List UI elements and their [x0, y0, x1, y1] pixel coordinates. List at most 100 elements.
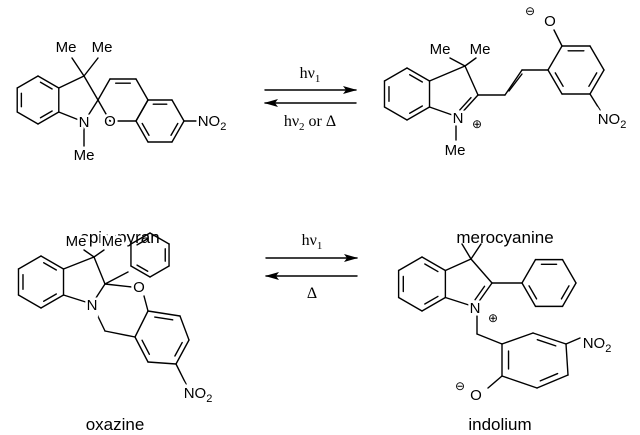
ring-bond	[383, 67, 408, 82]
oxygen-label: O	[470, 387, 482, 404]
reverse-condition: Δ	[307, 285, 317, 302]
bond	[58, 111, 85, 123]
ring-bond	[565, 343, 569, 376]
ring-bond	[561, 282, 577, 308]
double-bond-line	[43, 262, 58, 271]
ring-bond	[147, 361, 177, 365]
bond	[589, 93, 601, 111]
methyl-label: Me	[430, 41, 451, 58]
nitrogen-label: N	[87, 297, 98, 314]
ring-bond	[421, 256, 447, 272]
ring-bond	[406, 106, 431, 121]
bond	[464, 57, 477, 67]
double-bond-line	[539, 372, 559, 382]
ring-bond	[171, 120, 185, 143]
bond	[553, 29, 563, 47]
methyl-label: Me	[102, 233, 123, 250]
merocyanine: Me Me N ⊕ Me O ⊖ NO2 merocyanine	[427, 4, 629, 247]
ring-bond	[37, 111, 60, 125]
double-bond-line	[170, 122, 179, 136]
bond	[470, 243, 482, 260]
methyl-label: Me	[92, 39, 113, 56]
double-bond-line	[154, 316, 174, 321]
bond	[508, 73, 523, 92]
ring-bond	[175, 339, 190, 365]
nitro-label: NO2	[198, 113, 227, 133]
bond	[83, 99, 99, 123]
bond	[91, 283, 106, 305]
methyl-label: Me	[56, 39, 77, 56]
bond	[143, 295, 149, 312]
positive-charge: ⊕	[472, 117, 482, 131]
ring-bond	[97, 99, 111, 122]
forward-condition: hν1	[302, 232, 323, 252]
negative-charge: ⊖	[525, 4, 535, 18]
bond	[444, 296, 476, 308]
bond	[474, 282, 493, 308]
nitrogen-label: N	[453, 110, 464, 127]
double-bond-line	[459, 96, 472, 111]
bond	[91, 303, 106, 332]
bond	[93, 249, 105, 258]
ring-bond	[16, 75, 39, 89]
ring-bond	[17, 255, 42, 270]
nitrogen-label: N	[79, 114, 90, 131]
methyl-label: Me	[66, 233, 87, 250]
positive-charge: ⊕	[488, 311, 498, 325]
bond	[83, 249, 95, 258]
double-bond-line	[588, 72, 598, 88]
bond	[464, 65, 479, 96]
double-bond-line	[39, 81, 53, 90]
nitro-label: NO2	[598, 111, 627, 131]
oxygen-label: O	[133, 279, 145, 296]
ring-bond	[135, 99, 149, 122]
bond-layer	[16, 29, 605, 389]
double-bond-line	[409, 74, 424, 83]
ring-bond	[149, 232, 170, 245]
ring-bond	[40, 294, 65, 309]
ring-bond	[589, 69, 605, 95]
ring-bond	[547, 45, 563, 71]
bond	[476, 333, 503, 345]
ring-bond	[130, 265, 151, 278]
ring-bond	[547, 69, 563, 95]
bond	[71, 57, 85, 77]
ring-bond	[501, 375, 538, 389]
ring-bond	[501, 332, 534, 345]
bond	[104, 330, 136, 338]
negative-charge: ⊖	[455, 379, 465, 393]
double-bond-line	[43, 293, 58, 302]
double-bond-line	[174, 341, 183, 357]
ring-bond	[532, 332, 567, 345]
reaction2-arrows: hν1 Δ	[265, 232, 358, 302]
bond	[58, 75, 85, 89]
double-bond-line	[528, 285, 538, 300]
double-bond-line	[560, 285, 570, 300]
bond	[428, 65, 466, 82]
ring-bond	[134, 310, 149, 338]
oxygen-label: O	[544, 13, 556, 30]
oxygen-label: O	[104, 113, 116, 130]
compound-name: indolium	[468, 415, 531, 434]
compound-name: spiropyran	[80, 228, 159, 247]
ring-bond	[134, 336, 149, 363]
nitrogen-label: N	[470, 300, 481, 317]
ring-bond	[521, 258, 537, 284]
ring-bond	[561, 258, 577, 284]
bond	[83, 75, 99, 101]
ring-bond	[397, 296, 423, 312]
ring-bond	[97, 78, 111, 101]
forward-condition: hν1	[300, 65, 321, 85]
bond	[444, 258, 472, 272]
methyl-label: Me	[470, 41, 491, 58]
ring-bond	[16, 111, 39, 125]
ring-bond	[179, 315, 190, 341]
bond	[62, 256, 95, 270]
ring-bond	[37, 75, 60, 89]
bond	[470, 258, 493, 284]
bond	[62, 294, 93, 305]
reverse-condition: hν2 or Δ	[284, 113, 336, 133]
double-bond-line	[39, 110, 53, 119]
compound-name: oxazine	[86, 415, 145, 434]
